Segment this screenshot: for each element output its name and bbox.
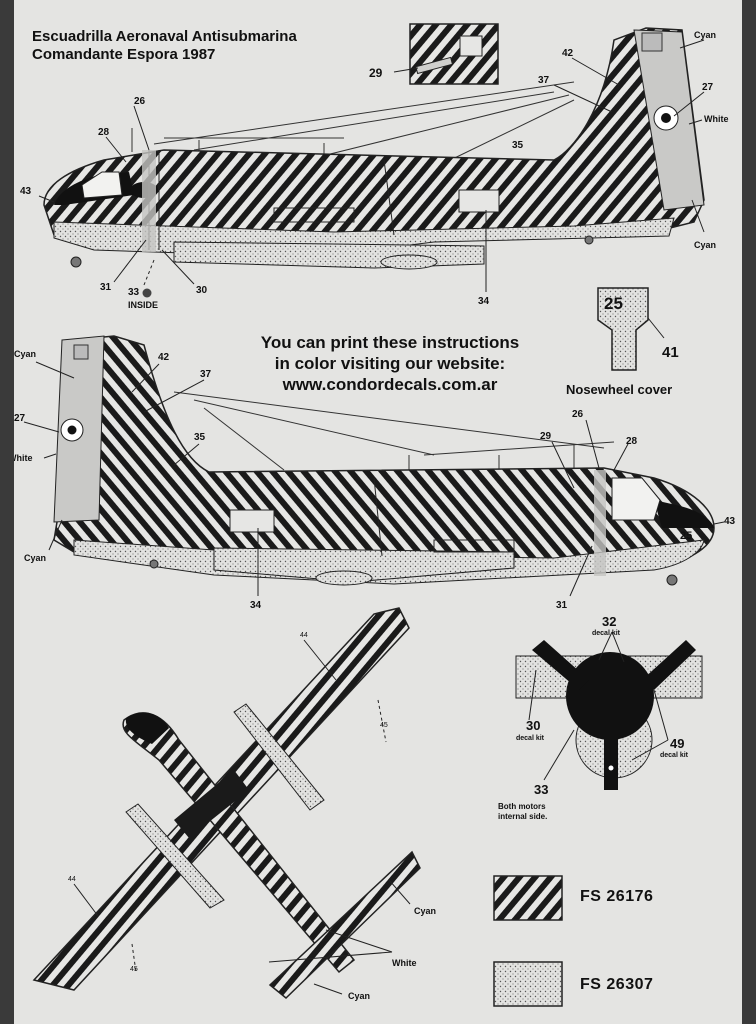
label-white-bottom: White (14, 453, 33, 463)
callout-32: 32 (602, 614, 617, 629)
callout-33-motor: 33 (534, 782, 549, 797)
title-line-1: Escuadrilla Aeronaval Antisubmarina (32, 28, 297, 45)
side-view-left-profile (38, 27, 705, 298)
callout-27-top: 27 (702, 82, 714, 93)
callout-37-top: 37 (538, 75, 550, 86)
artwork (23, 23, 725, 1007)
motor-detail (515, 631, 703, 790)
callout-28-top: 28 (98, 127, 110, 138)
callout-32-note: decal kit (592, 630, 621, 637)
legend-code-fs-26307: FS 26307 (580, 976, 654, 993)
fuselage-number-25: 25 (680, 530, 693, 542)
swatch-fs-26307 (493, 961, 563, 1007)
callout-42-top: 42 (562, 48, 574, 59)
label-white-top: White (704, 114, 729, 124)
callout-31-top: 31 (100, 282, 112, 293)
legend-code-fs-26176: FS 26176 (580, 888, 654, 905)
label-cyan-bottom-1: Cyan (14, 349, 37, 359)
callout-43-bottom: 43 (724, 516, 736, 527)
label-white-plan: White (392, 958, 417, 968)
callout-35-bottom: 35 (194, 432, 206, 443)
nosewheel-caption: Nosewheel cover (566, 382, 673, 397)
nosewheel-number: 25 (604, 294, 623, 313)
callout-33-note-1: Both motors (498, 802, 546, 811)
callout-28-bottom: 28 (626, 436, 638, 447)
callout-33-note-2: internal side. (498, 812, 548, 821)
label-cyan-plan-1: Cyan (414, 906, 437, 916)
label-cyan-top-2: Cyan (694, 240, 717, 250)
callout-33-top: 33 (128, 287, 140, 298)
website-url: www.condordecals.com.ar (282, 375, 498, 394)
callout-44-a: 44 (300, 632, 308, 639)
callout-29-inset: 29 (369, 66, 383, 80)
callout-37-bottom: 37 (200, 369, 212, 380)
label-cyan-bottom-2: Cyan (24, 553, 47, 563)
detail-inset-29 (393, 23, 499, 85)
info-line-2: in color visiting our website: (274, 354, 506, 373)
callout-30-top: 30 (196, 285, 208, 296)
callout-49: 49 (670, 736, 685, 751)
nosewheel-cover (597, 287, 665, 371)
label-cyan-plan-2: Cyan (348, 991, 371, 1001)
instruction-sheet: Escuadrilla Aeronaval Antisubmarina Coma… (14, 0, 742, 1024)
callout-45-b: 45 (130, 966, 138, 973)
callout-43-top: 43 (20, 186, 32, 197)
callout-41: 41 (662, 344, 679, 361)
title-line-2: Comandante Espora 1987 (32, 46, 216, 63)
callout-27-bottom: 27 (14, 413, 26, 424)
side-view-right-profile (23, 335, 725, 597)
callout-26-bottom: 26 (572, 409, 584, 420)
swatch-fs-26176 (493, 875, 563, 921)
callout-35-top: 35 (512, 140, 524, 151)
label-inside: INSIDE (128, 300, 159, 310)
callout-49-note: decal kit (660, 752, 689, 759)
callout-26-top: 26 (134, 96, 146, 107)
callout-42-bottom: 42 (158, 352, 170, 363)
callout-30-motor: 30 (526, 718, 541, 733)
info-line-1: You can print these instructions (260, 333, 520, 352)
callout-34-bottom: 34 (250, 600, 262, 611)
label-cyan-top-1: Cyan (694, 30, 717, 40)
callout-34-top: 34 (478, 296, 490, 307)
plan-view (32, 607, 421, 1000)
callout-31-bottom: 31 (556, 600, 568, 611)
callout-45-a: 45 (380, 722, 388, 729)
callout-44-b: 44 (68, 876, 76, 883)
callout-30-note: decal kit (516, 735, 545, 742)
callout-29-bottom: 29 (540, 431, 552, 442)
